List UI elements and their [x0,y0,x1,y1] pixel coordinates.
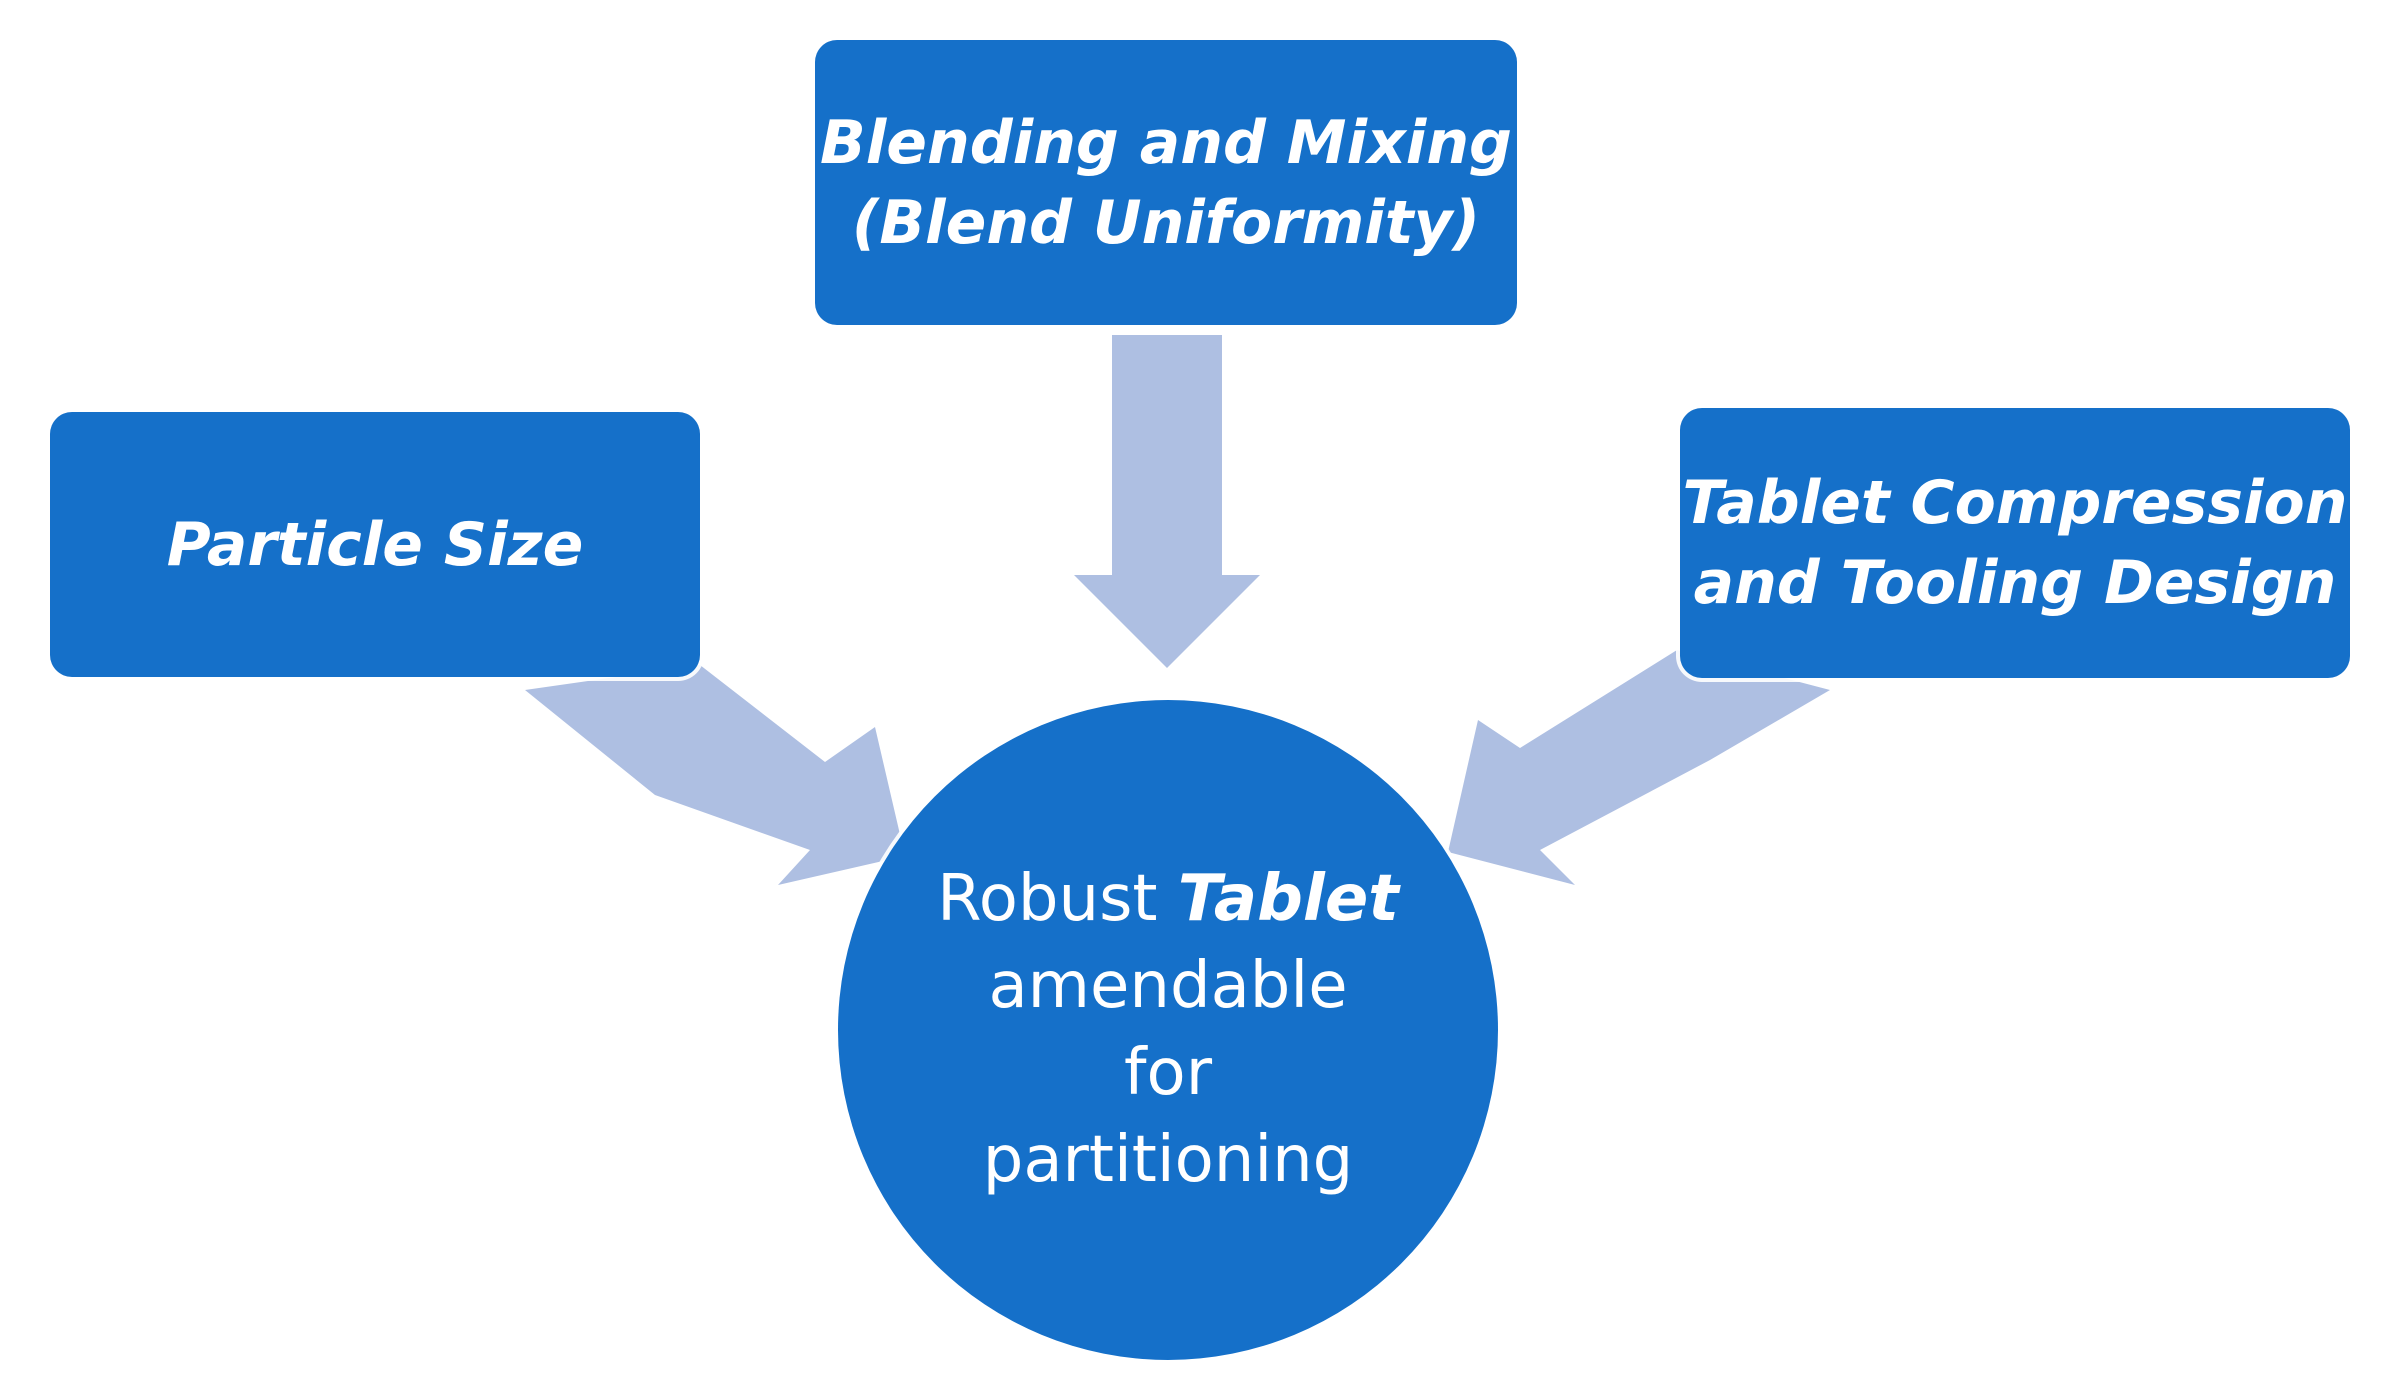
outcome-line3: for [1124,1036,1212,1110]
blending-line1: Blending and Mixing [819,107,1513,178]
tablet-line2: and Tooling Design [1693,548,2337,618]
outcome-word-tablet: Tablet [1177,862,1399,936]
tablet-line1: Tablet Compression [1682,468,2348,538]
blending-line2: (Blend Uniformity) [851,187,1481,258]
particle-size-box: Particle Size [50,412,700,677]
robust-tablet-circle: Robust Tablet amendable for partitioning [838,700,1498,1360]
outcome-line2: amendable [988,949,1348,1023]
outcome-word-robust: Robust [937,862,1178,936]
outcome-line4: partitioning [982,1123,1354,1197]
tablet-compression-box: Tablet Compression and Tooling Design [1680,408,2350,678]
blending-mixing-box: Blending and Mixing (Blend Uniformity) [815,40,1517,325]
particle-line1: Particle Size [166,509,584,580]
outcome-line1: Robust Tablet [937,856,1399,943]
arrow-blending-to-outcome [1074,335,1260,668]
arrow-tablet-to-outcome [1448,650,1830,885]
arrow-particle-to-outcome [525,665,905,885]
